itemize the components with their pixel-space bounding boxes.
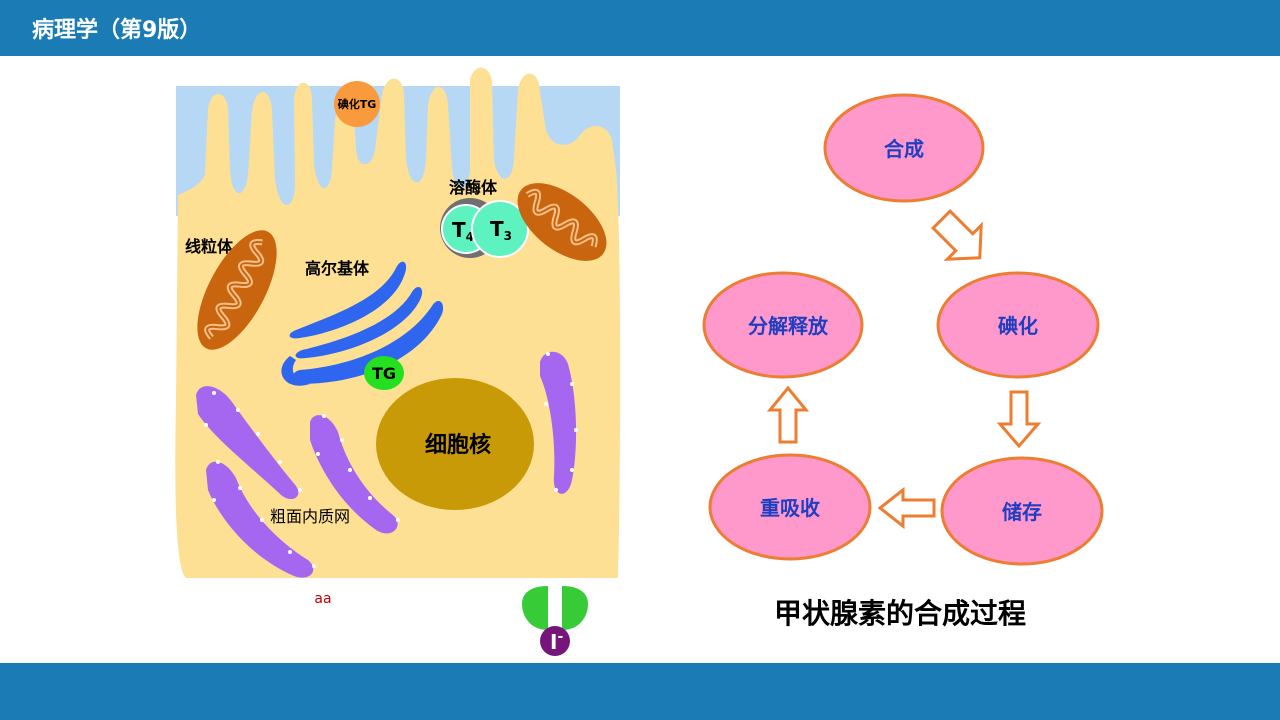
reabsorption-node: 重吸收 bbox=[708, 453, 872, 561]
decomposition-release-label: 分解释放 bbox=[748, 314, 829, 338]
synthesis-label: 合成 bbox=[884, 137, 924, 161]
cycle-caption: 甲状腺素的合成过程 bbox=[774, 597, 1026, 630]
rough-er-label: 粗面内质网 bbox=[270, 507, 350, 526]
t3-label: T3 bbox=[490, 217, 512, 243]
iodinated-tg-vesicle bbox=[334, 81, 380, 127]
arrow-reabsorption-to-decomposition bbox=[766, 385, 810, 444]
tg-label: TG bbox=[372, 364, 396, 383]
ribosome-dots bbox=[204, 352, 578, 568]
t4-label: T4 bbox=[452, 218, 474, 244]
mitochondrion-right bbox=[517, 183, 607, 261]
iodinated-tg-label: 碘化TG bbox=[337, 97, 377, 111]
iodide-ion bbox=[540, 626, 570, 656]
title-bar: 病理学（第9版） bbox=[0, 0, 1280, 56]
arrow-storage-to-reabsorption bbox=[877, 486, 936, 530]
arrow-synthesis-to-iodination bbox=[931, 209, 983, 261]
iodination-node: 碘化 bbox=[936, 271, 1100, 379]
nucleus bbox=[376, 378, 534, 510]
nucleus-label: 细胞核 bbox=[425, 432, 491, 458]
decomposition-release-node: 分解释放 bbox=[702, 271, 864, 379]
arrow-iodination-to-storage bbox=[996, 390, 1042, 449]
reabsorption-label: 重吸收 bbox=[760, 496, 820, 520]
mitochondrion-left bbox=[197, 230, 277, 350]
golgi-label: 高尔基体 bbox=[305, 259, 370, 278]
iodide-label: I- bbox=[550, 629, 563, 654]
lysosome-label: 溶酶体 bbox=[449, 178, 498, 197]
synthesis-node: 合成 bbox=[823, 93, 985, 203]
iodination-label: 碘化 bbox=[998, 314, 1038, 338]
t3-vesicle bbox=[471, 200, 529, 258]
rough-er bbox=[196, 351, 577, 578]
mitochondria-label: 线粒体 bbox=[185, 237, 234, 256]
iodide-transporter bbox=[522, 586, 588, 630]
slide-title: 病理学（第9版） bbox=[32, 18, 202, 43]
amino-acid-label: aa bbox=[314, 591, 331, 607]
footer-bar bbox=[0, 663, 1280, 720]
storage-node: 储存 bbox=[940, 456, 1104, 566]
tg-vesicle bbox=[364, 356, 404, 390]
storage-label: 储存 bbox=[1002, 500, 1042, 524]
